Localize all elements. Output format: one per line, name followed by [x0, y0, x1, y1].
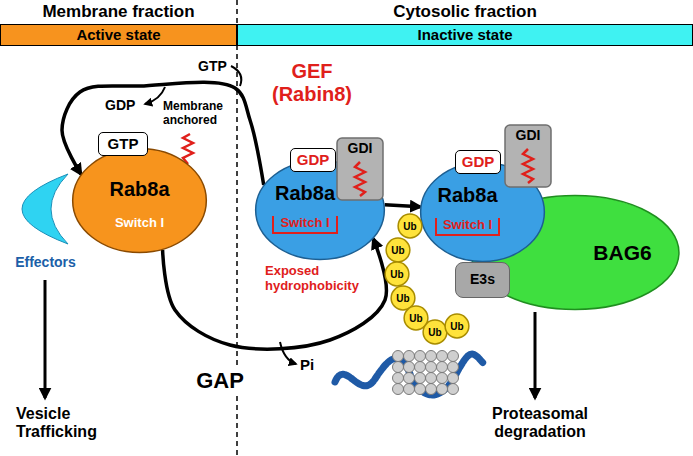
- ellipse-shape: [256, 161, 385, 260]
- proteasome-subunit: [393, 362, 404, 373]
- node-text: Ub: [450, 321, 463, 332]
- circle-shape: [385, 262, 409, 286]
- ellipse-shape: [421, 163, 545, 262]
- nucleotide-box: GTP: [98, 132, 148, 156]
- proteasome-subunit: [393, 373, 404, 384]
- node-text: GDI: [516, 128, 541, 143]
- effector-crescent: Effectors: [8, 170, 83, 270]
- proteasome-subunit: [448, 384, 459, 395]
- proteasome-subunit: [426, 362, 437, 373]
- node-text: Ub: [391, 245, 404, 256]
- nucleotide-label: GTP: [198, 58, 227, 74]
- node-text: GTP: [108, 136, 139, 153]
- fraction-heading: Membrane fraction: [0, 2, 237, 22]
- ubiquitin-circle: Ub: [386, 238, 410, 262]
- proteasome-subunit: [448, 362, 459, 373]
- e3-ligase: E3s: [455, 262, 510, 298]
- circle-shape: [398, 214, 422, 238]
- transition-arrow: [163, 239, 387, 349]
- fraction-heading: Cytosolic fraction: [237, 2, 693, 22]
- gdi-shape: [505, 125, 551, 187]
- proteasome-subunit: [426, 351, 437, 362]
- proteasome-subunit: [426, 384, 437, 395]
- node-text: Rab8a: [109, 178, 169, 200]
- nucleotide-box: GDP: [290, 148, 336, 172]
- gdi-box: GDI: [505, 125, 551, 187]
- crescent-shape: [22, 174, 68, 244]
- proteasome-subunit: [437, 362, 448, 373]
- node-text: Active state: [76, 27, 160, 44]
- gdp-out-arrow: [145, 87, 165, 104]
- nucleotide-box: GDP: [455, 150, 501, 174]
- gdi-box: GDI: [337, 138, 383, 200]
- enzyme-label: GEF (Rabin8): [272, 60, 352, 106]
- membrane-anchor: [183, 134, 193, 164]
- proteasome: [393, 351, 459, 395]
- gdi-shape: [337, 138, 383, 200]
- proteasome-subunit: [437, 384, 448, 395]
- proteasome-subunit: [393, 384, 404, 395]
- degradation-arrow: [534, 312, 537, 398]
- node-text: Ub: [403, 221, 416, 232]
- anchor-note: Membrane anchored: [163, 100, 235, 128]
- prenyl-anchor: [523, 149, 533, 183]
- proteasome-subunit: [404, 351, 415, 362]
- node-text: Switch I: [272, 216, 337, 234]
- proteasome-subunit: [448, 351, 459, 362]
- node-text: E3s: [470, 272, 495, 287]
- hydrophobicity-note: Exposed hydrophobicity: [265, 264, 365, 294]
- proteasome-subunit: [437, 351, 448, 362]
- node-text: Effectors: [15, 255, 76, 270]
- enzyme-label: GAP: [190, 368, 250, 393]
- node-text: GDP: [462, 154, 495, 171]
- proteasome-subunit: [404, 384, 415, 395]
- node-text: GDI: [348, 141, 373, 156]
- state-band: Inactive state: [237, 24, 693, 46]
- node-text: Ub: [409, 313, 422, 324]
- node-text: Inactive state: [417, 27, 512, 44]
- ubiquitin-circle: Ub: [385, 262, 409, 286]
- ubiquitin-circle: Ub: [423, 320, 447, 344]
- outcome-label: Proteasomal degradation: [470, 405, 610, 442]
- proteasome-subunit: [393, 351, 404, 362]
- node-text: Ub: [428, 327, 441, 338]
- node-text: Rab8a: [275, 182, 335, 204]
- circle-shape: [445, 314, 469, 338]
- proteasome-subunit: [415, 362, 426, 373]
- ubiquitin-circle: Ub: [398, 214, 422, 238]
- ubiquitin-circle: Ub: [445, 314, 469, 338]
- node-text: Rab8a: [437, 184, 497, 206]
- transition-arrow: [385, 205, 421, 207]
- proteasome-subunit: [404, 373, 415, 384]
- node-text: Switch I: [435, 218, 500, 236]
- rab8a-active-outline: [72, 148, 207, 253]
- node-text: BAG6: [593, 241, 651, 264]
- state-band: Active state: [0, 24, 237, 46]
- nucleotide-label: GDP: [105, 97, 135, 113]
- node-text: Ub: [390, 269, 403, 280]
- node-text: GDP: [297, 152, 330, 169]
- outcome-label: Vesicle Trafficking: [16, 405, 106, 442]
- circle-shape: [423, 320, 447, 344]
- phosphate-label: Pi: [300, 356, 314, 373]
- ellipse-shape: [73, 149, 207, 253]
- node-text: Ub: [396, 293, 409, 304]
- proteasome-subunit: [437, 373, 448, 384]
- prenyl-anchor: [355, 162, 365, 196]
- node-text: Switch I: [115, 216, 164, 230]
- proteasome-subunit: [448, 373, 459, 384]
- proteasome-subunit: [415, 373, 426, 384]
- proteasome-subunit: [426, 373, 437, 384]
- gtp-in-arrow: [231, 66, 241, 86]
- proteasome-subunit: [415, 384, 426, 395]
- proteasome-subunit: [404, 362, 415, 373]
- trafficking-arrow: [44, 280, 47, 398]
- pi-out-arrow: [280, 342, 296, 364]
- proteasome-subunit: [415, 351, 426, 362]
- circle-shape: [386, 238, 410, 262]
- rab8a-active: Rab8aSwitch I: [72, 148, 207, 253]
